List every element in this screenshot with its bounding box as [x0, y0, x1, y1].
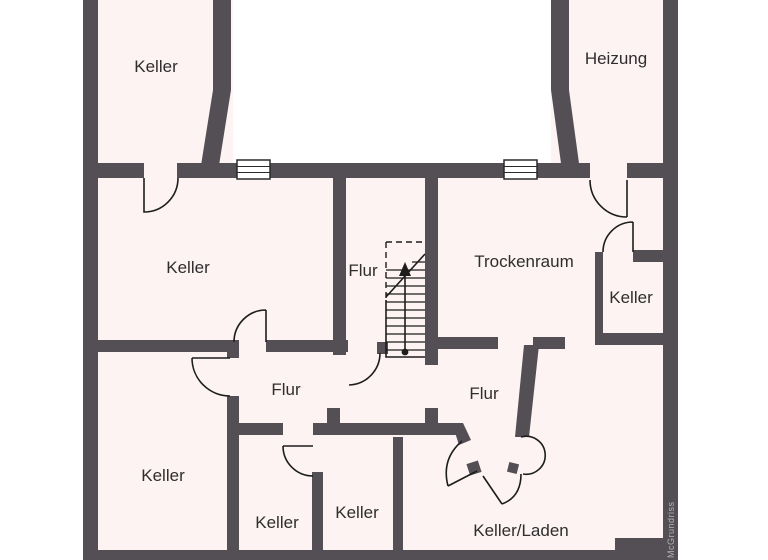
door-arc-small-keller: [602, 221, 634, 253]
wall-bottom-keller-divider-1: [312, 472, 323, 560]
windows: [236, 159, 538, 180]
door-arc-flur-passage: [348, 352, 381, 386]
wall-exterior-right: [663, 0, 678, 560]
room-label-keller-mid-left: Keller: [166, 258, 210, 277]
door-hinge-block-left: [466, 460, 482, 476]
door-hinge-block-right: [506, 461, 520, 475]
wall-mid-horizontal-a: [98, 340, 238, 352]
wall-trockenraum-bottom-b: [533, 337, 565, 349]
wall-upper-horizontal-d: [537, 163, 590, 178]
wall-mid-horizontal-b: [266, 340, 348, 352]
wall-exterior-bottom: [83, 550, 615, 560]
walls: [83, 0, 678, 560]
room-label-keller-right: Keller: [609, 288, 653, 307]
wall-stair-right: [425, 178, 438, 365]
wall-upper-horizontal-e: [627, 163, 678, 178]
wall-top-left-room-right-slanted: [199, 0, 231, 178]
door-arc-vestibule-bottom: [482, 473, 522, 505]
wall-corridor-stub-1: [327, 408, 340, 423]
door-arc-mid-keller: [233, 309, 267, 343]
window-icon: [503, 159, 538, 180]
wall-flur-mid-left: [333, 178, 346, 355]
floor-main-body: [83, 163, 678, 560]
wall-heizung-left-slanted: [551, 0, 581, 178]
wall-mid-horizontal-stub: [377, 342, 388, 354]
wall-lower-keller-right-lower: [227, 396, 239, 560]
stairs-solid-outline: [385, 300, 425, 358]
stairs-dashed-outline: [385, 241, 425, 300]
wall-corridor-stub-2: [425, 408, 438, 423]
door-arc-lower-keller: [191, 357, 231, 397]
wall-upper-horizontal-c: [270, 163, 504, 178]
wall-corridor-bottom-a: [236, 423, 283, 435]
room-label-trockenraum: Trockenraum: [474, 252, 574, 271]
wall-vestibule-slant-tip: [452, 423, 471, 445]
door-arc-vestibule-right: [520, 435, 546, 476]
room-label-keller-bottom-1: Keller: [255, 513, 299, 532]
wall-small-keller-left: [595, 252, 603, 336]
room-label-keller-bottom-2: Keller: [335, 503, 379, 522]
wall-bottom-keller-divider-2: [393, 437, 403, 560]
room-label-keller-top-left: Keller: [134, 57, 178, 76]
door-arc-heizung: [589, 179, 628, 218]
stair-direction-arrow: [399, 262, 411, 356]
wall-upper-horizontal-a: [83, 163, 144, 178]
wall-corridor-bottom-b: [313, 423, 460, 435]
room-label-keller-laden: Keller/Laden: [473, 521, 568, 540]
courtyard-void: [233, 0, 551, 163]
wall-upper-horizontal-b: [177, 163, 237, 178]
door-arc-top-left-keller: [143, 177, 179, 213]
floor-areas: [83, 0, 678, 560]
wall-trockenraum-bottom-a: [425, 337, 498, 349]
room-label-flur-mid: Flur: [348, 261, 378, 280]
room-label-keller-lower-left: Keller: [141, 466, 185, 485]
wall-bottom-right-step: [615, 538, 665, 560]
room-labels: Keller Heizung Keller Flur Trockenraum K…: [134, 49, 653, 540]
wall-exterior-left: [83, 0, 98, 560]
room-label-flur-lower-right: Flur: [469, 384, 499, 403]
doors: [143, 177, 634, 505]
watermark-text: McGrundriss: [666, 501, 676, 558]
room-label-heizung: Heizung: [585, 49, 647, 68]
wall-flur-kellerladen-slanted: [515, 345, 539, 437]
door-arc-vestibule-left: [445, 440, 478, 487]
door-arc-bottom-keller-1: [282, 445, 314, 477]
wall-small-keller-bottom: [595, 333, 663, 345]
room-label-flur-lower-left: Flur: [271, 380, 301, 399]
window-icon: [236, 159, 271, 180]
wall-small-keller-top: [633, 250, 663, 262]
stairs-icon: [385, 241, 426, 358]
